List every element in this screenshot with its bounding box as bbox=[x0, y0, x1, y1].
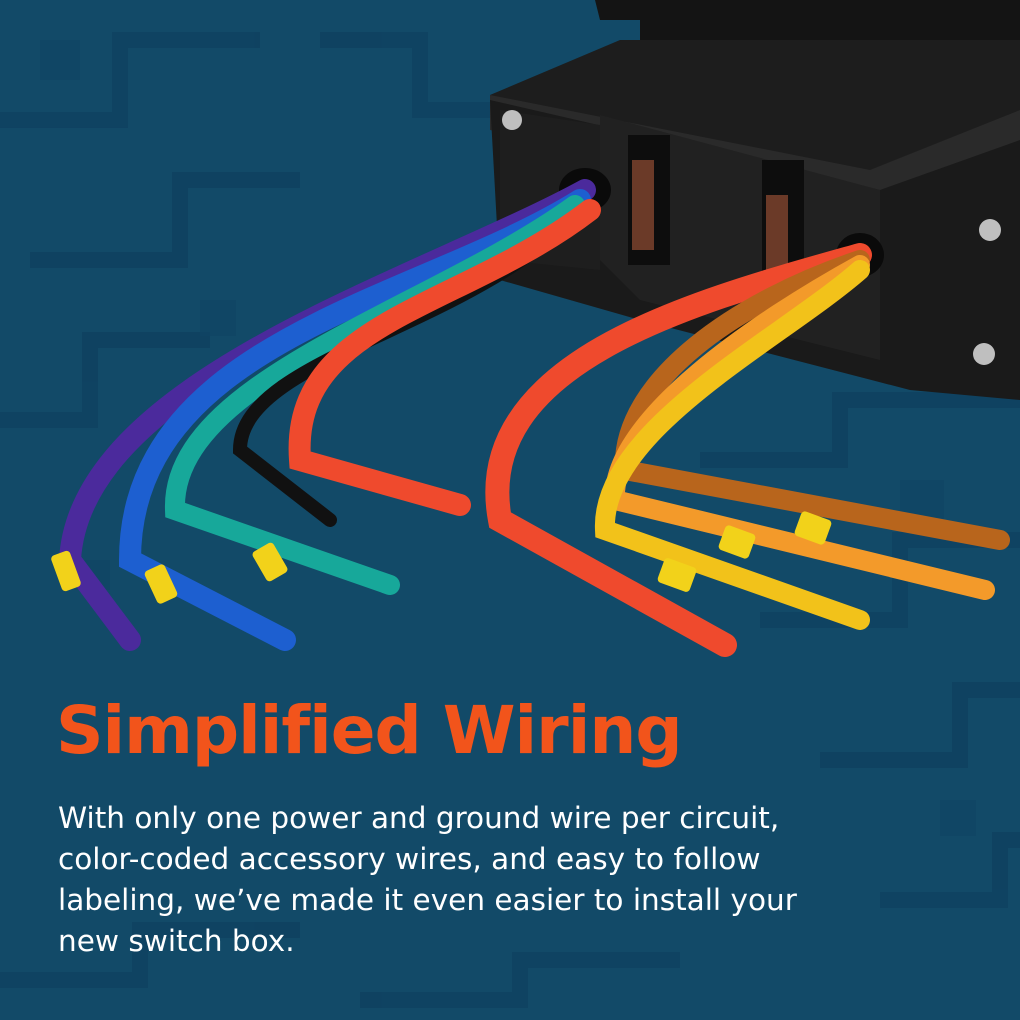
switch-box bbox=[490, 0, 1020, 400]
left-wire-bundle bbox=[58, 179, 601, 651]
right-wire-bundle bbox=[485, 243, 1010, 657]
wire-label-sleeves bbox=[51, 511, 832, 604]
body-copy: With only one power and ground wire per … bbox=[58, 801, 797, 958]
headline: Simplified Wiring bbox=[56, 692, 683, 769]
switch-box-wiring-photo bbox=[51, 0, 1020, 657]
